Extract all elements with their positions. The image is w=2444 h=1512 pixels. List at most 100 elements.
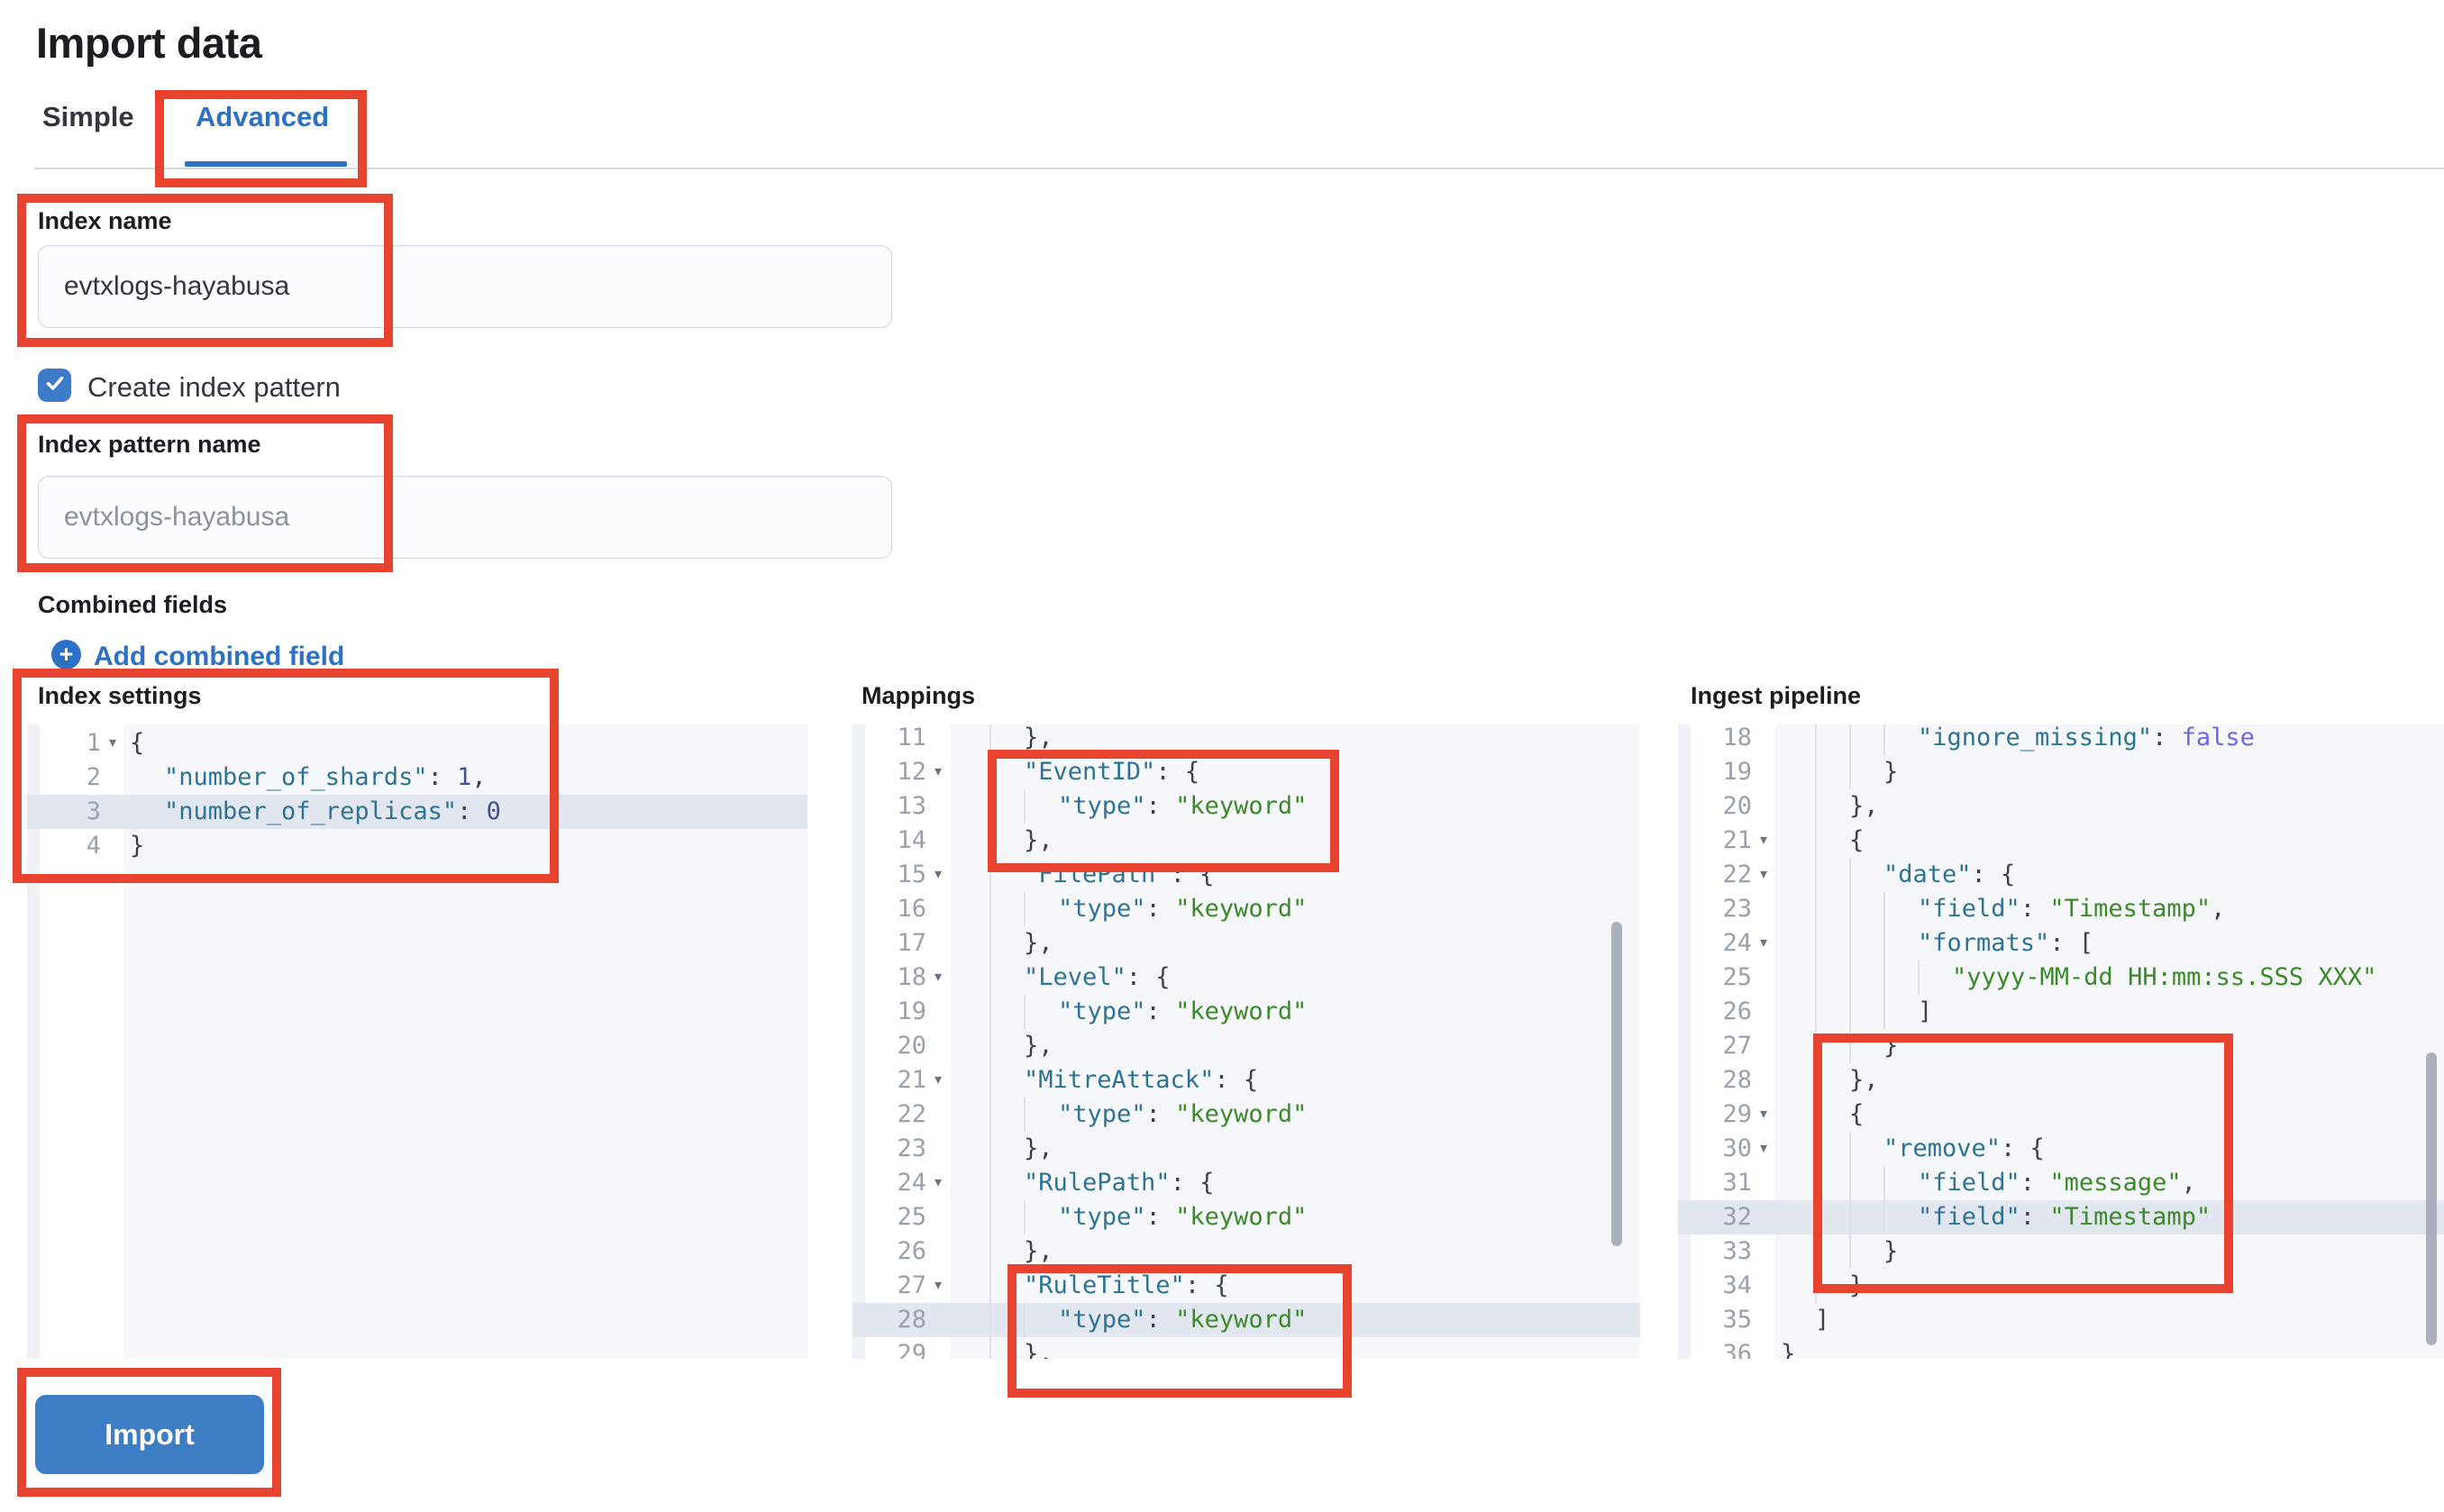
code-line-1[interactable]: 1▾{ [27,726,807,761]
line-number: 26 [1722,997,1752,1025]
code-line-11[interactable]: 11}, [853,724,1640,755]
editor-content-area[interactable] [950,724,1640,1359]
code-line-20[interactable]: 20}, [1678,789,2444,824]
tab-advanced[interactable]: Advanced [196,101,330,132]
index-name-input[interactable] [38,245,892,328]
fold-arrow-icon[interactable]: ▾ [1759,867,1768,882]
line-number: 29 [1722,1100,1752,1128]
fold-arrow-icon[interactable]: ▾ [1759,1107,1768,1122]
code-line-26[interactable]: 26}, [853,1234,1640,1269]
code-line-23[interactable]: 23"field": "Timestamp", [1678,892,2444,926]
mappings-editor[interactable]: 11},12▾"EventID": {13"type": "keyword"14… [853,724,1640,1359]
code-line-15[interactable]: 15▾"FilePath": { [853,858,1640,892]
mappings-label: Mappings [862,682,975,709]
code-line-25[interactable]: 25 "yyyy-MM-dd HH:mm:ss.SSS XXX" [1678,961,2444,995]
code-line-19[interactable]: 19"type": "keyword" [853,995,1640,1029]
line-number: 13 [897,792,926,820]
code-line-17[interactable]: 17}, [853,926,1640,961]
code-line-19[interactable]: 19} [1678,755,2444,789]
code-line-26[interactable]: 26] [1678,995,2444,1029]
code-line-4[interactable]: 4} [27,829,807,863]
code-line-3[interactable]: 3"number_of_replicas": 0 [27,795,807,829]
index-settings-label: Index settings [38,682,202,709]
fold-spacer [1752,1029,1775,1063]
plus-circle-icon[interactable]: + [51,640,81,669]
fold-arrow-icon[interactable]: ▾ [1759,935,1768,951]
line-number: 23 [1722,895,1752,923]
code-line-31[interactable]: 31"field": "message", [1678,1166,2444,1200]
fold-arrow-icon[interactable]: ▾ [934,970,943,985]
code-text: } [1781,1340,1796,1359]
code-text: "yyyy-MM-dd HH:mm:ss.SSS XXX" [1775,961,2444,995]
code-line-36[interactable]: 36} [1678,1337,2444,1359]
code-line-21[interactable]: 21▾"MitreAttack": { [853,1063,1640,1098]
fold-arrow-icon[interactable]: ▾ [934,1072,943,1088]
vertical-scrollbar[interactable] [1611,922,1622,1246]
line-number: 1 [86,729,101,757]
fold-arrow-icon[interactable]: ▾ [108,735,117,751]
line-number: 33 [1722,1237,1752,1265]
line-number: 24 [1722,929,1752,957]
index-pattern-name-label: Index pattern name [38,431,261,458]
create-index-pattern-checkbox[interactable] [38,369,71,402]
line-number: 25 [897,1203,926,1231]
code-line-21[interactable]: 21▾{ [1678,824,2444,858]
fold-spacer [1752,1303,1775,1337]
code-line-12[interactable]: 12▾"EventID": { [853,755,1640,789]
line-number: 23 [897,1134,926,1162]
line-number: 25 [1722,963,1752,991]
code-line-35[interactable]: 35] [1678,1303,2444,1337]
code-line-16[interactable]: 16"type": "keyword" [853,892,1640,926]
fold-arrow-icon[interactable]: ▾ [934,1278,943,1293]
line-number: 28 [897,1306,926,1334]
editor-content-area[interactable] [124,724,807,1359]
code-line-23[interactable]: 23}, [853,1132,1640,1166]
code-line-32[interactable]: 32"field": "Timestamp" [1678,1200,2444,1234]
line-number: 32 [1722,1203,1752,1231]
code-line-33[interactable]: 33} [1678,1234,2444,1269]
index-settings-editor[interactable]: 1▾{2"number_of_shards": 1,3"number_of_re… [27,724,807,1359]
fold-arrow-icon[interactable]: ▾ [934,1175,943,1190]
fold-spacer [1752,995,1775,1029]
line-number: 17 [897,929,926,957]
code-line-24[interactable]: 24▾"formats": [ [1678,926,2444,961]
tab-simple[interactable]: Simple [42,101,134,132]
fold-arrow-icon[interactable]: ▾ [934,764,943,779]
fold-arrow-icon[interactable]: ▾ [934,867,943,882]
line-number: 18 [897,963,926,991]
code-line-2[interactable]: 2"number_of_shards": 1, [27,761,807,795]
index-pattern-name-input[interactable] [38,476,892,559]
fold-spacer [1752,1063,1775,1098]
code-line-27[interactable]: 27} [1678,1029,2444,1063]
code-line-18[interactable]: 18"ignore_missing": false [1678,724,2444,755]
fold-spacer [1752,892,1775,926]
fold-arrow-icon[interactable]: ▾ [1759,1141,1768,1156]
code-text: } [1775,1269,2444,1303]
code-text: "ignore_missing": false [1775,724,2444,755]
code-line-30[interactable]: 30▾"remove": { [1678,1132,2444,1166]
code-line-28[interactable]: 28"type": "keyword" [853,1303,1640,1337]
code-line-22[interactable]: 22"type": "keyword" [853,1098,1640,1132]
code-line-14[interactable]: 14}, [853,824,1640,858]
code-line-13[interactable]: 13"type": "keyword" [853,789,1640,824]
line-number: 22 [1722,861,1752,888]
code-line-24[interactable]: 24▾"RulePath": { [853,1166,1640,1200]
add-combined-field-link[interactable]: Add combined field [94,642,345,671]
code-text: "EventID": { [950,755,1640,789]
code-line-20[interactable]: 20}, [853,1029,1640,1063]
code-text: "type": "keyword" [950,995,1640,1029]
code-line-34[interactable]: 34} [1678,1269,2444,1303]
line-number: 35 [1722,1306,1752,1334]
fold-arrow-icon[interactable]: ▾ [1759,833,1768,848]
code-line-29[interactable]: 29}, [853,1337,1640,1359]
vertical-scrollbar[interactable] [2426,1052,2437,1345]
code-line-27[interactable]: 27▾"RuleTitle": { [853,1269,1640,1303]
code-text: "number_of_replicas": 0 [164,797,501,825]
code-line-18[interactable]: 18▾"Level": { [853,961,1640,995]
code-line-28[interactable]: 28}, [1678,1063,2444,1098]
import-button[interactable]: Import [35,1395,264,1474]
code-line-29[interactable]: 29▾{ [1678,1098,2444,1132]
code-line-22[interactable]: 22▾"date": { [1678,858,2444,892]
code-line-25[interactable]: 25"type": "keyword" [853,1200,1640,1234]
